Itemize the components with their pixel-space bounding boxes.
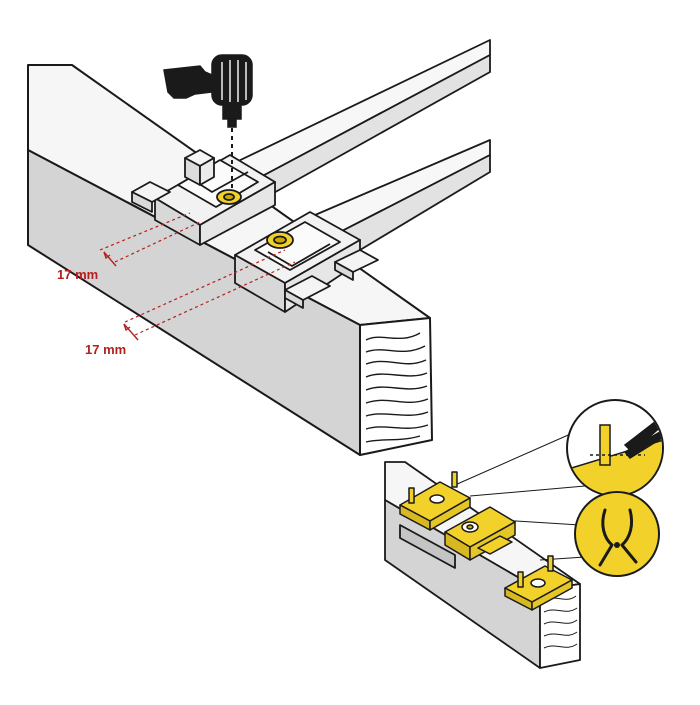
yellow-clip-left [399,471,471,531]
dimension-label-lower: 17 mm [85,342,127,357]
pliers-icon [574,491,660,577]
yellow-clip-right [504,555,573,611]
spacer-clip-upper [131,149,276,246]
joist-end-face [359,317,433,456]
dimension-arrows [103,251,139,341]
cut-detail-icon [566,399,664,497]
joist-end-grain [365,332,429,443]
dimension-lines [99,212,296,336]
dimension-label-upper: 17 mm [57,267,99,282]
spacer-clip-lower [234,211,379,313]
yellow-clip-center [444,506,516,561]
drill-icon [163,54,253,128]
